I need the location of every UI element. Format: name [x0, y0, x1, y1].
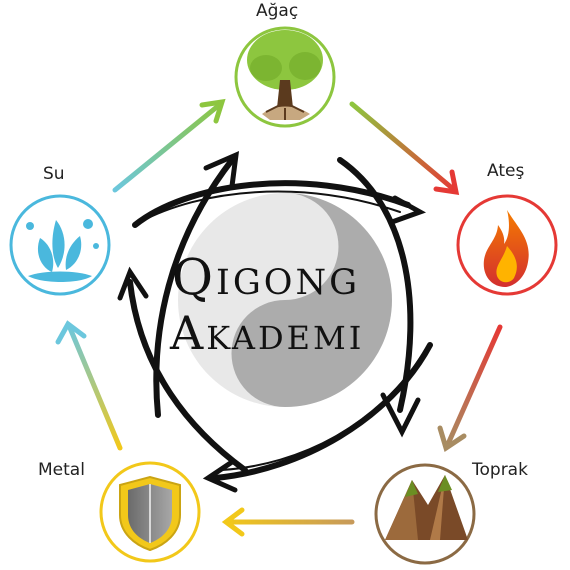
water-splash-icon — [26, 219, 99, 282]
cycle-arrow-toprak-metal — [221, 507, 355, 537]
mountain-icon — [385, 475, 468, 540]
cycle-arrow-agac-ates — [349, 101, 460, 196]
node-metal — [99, 461, 201, 563]
shield-icon — [119, 475, 181, 552]
label-toprak: Toprak — [472, 460, 528, 480]
brand-line-1: Qigong — [172, 248, 361, 306]
label-ates: Ateş — [487, 161, 525, 181]
cycle-arrow-metal-su — [55, 320, 123, 451]
tree-icon — [247, 30, 323, 120]
node-ates — [456, 194, 558, 296]
label-su: Su — [43, 164, 65, 184]
cycle-arrow-ates-toprak — [437, 324, 503, 452]
flame-icon — [483, 210, 529, 287]
brush-arrow-ring — [117, 150, 433, 493]
label-agac: Ağaç — [256, 1, 299, 21]
node-agac — [234, 26, 336, 128]
node-toprak — [374, 463, 476, 565]
label-metal: Metal — [38, 460, 85, 480]
node-su — [9, 194, 111, 296]
yin-yang-watermark — [178, 193, 392, 407]
cycle-arrow-su-agac — [112, 98, 226, 193]
brand-line-2: Akademi — [170, 306, 365, 360]
